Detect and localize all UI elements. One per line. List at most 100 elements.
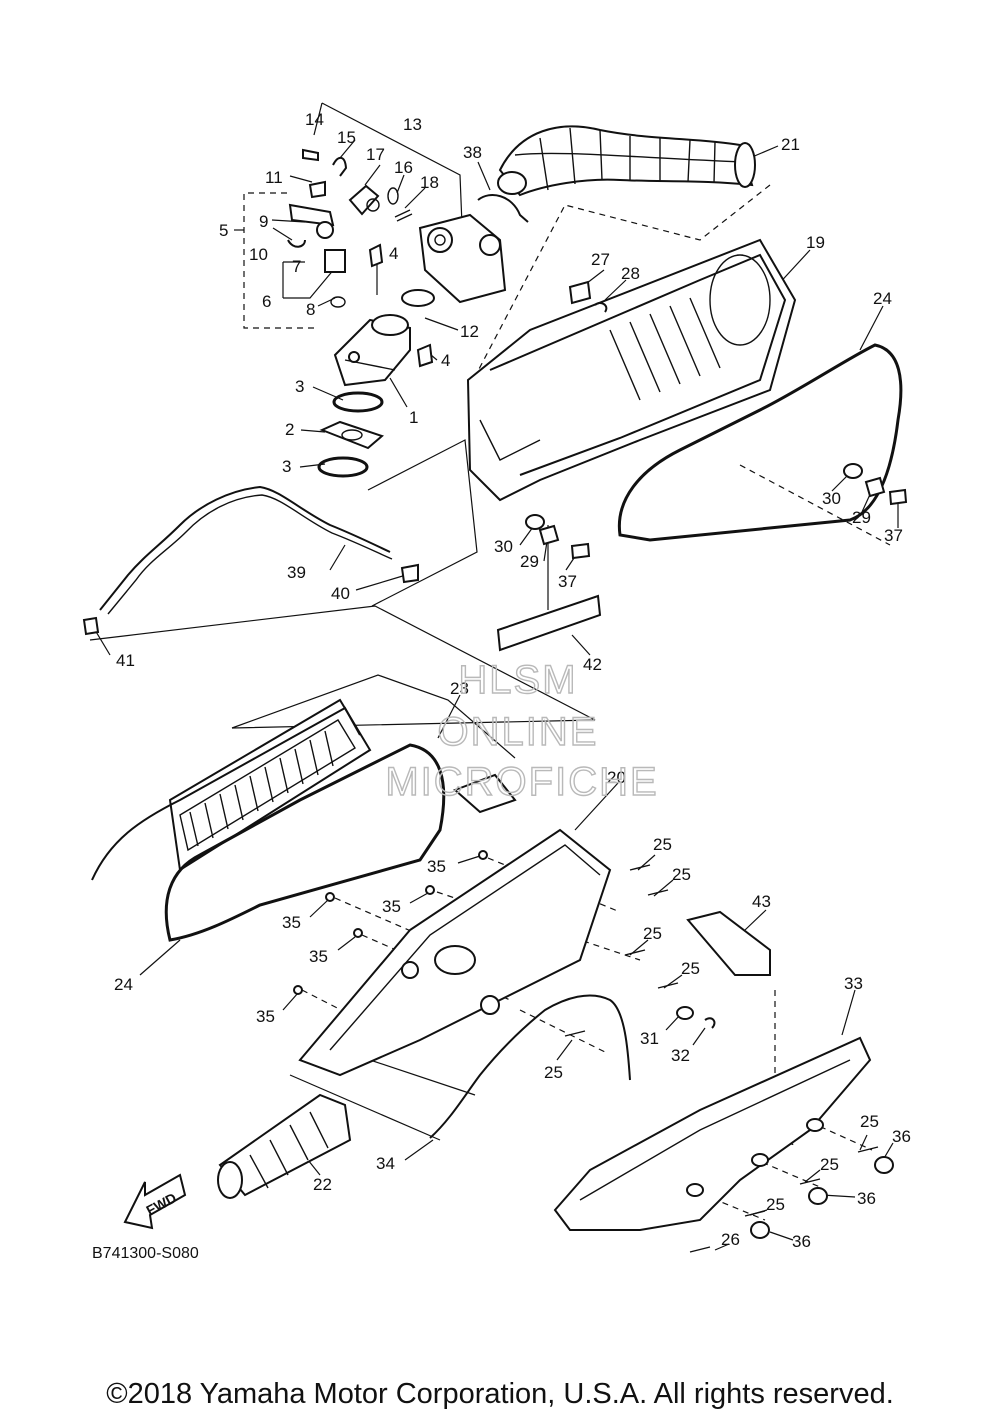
cap-36-b bbox=[808, 1187, 828, 1205]
collar-29-right bbox=[864, 476, 886, 498]
callout-29: 29 bbox=[520, 552, 539, 571]
gasket-24-lower bbox=[164, 743, 446, 942]
callout-25: 25 bbox=[820, 1155, 839, 1174]
sponge-43 bbox=[686, 910, 771, 976]
callout-25: 25 bbox=[653, 835, 672, 854]
callout-32: 32 bbox=[671, 1046, 690, 1065]
callout-8: 8 bbox=[306, 300, 315, 319]
callout-4: 4 bbox=[389, 244, 398, 263]
clip-28 bbox=[594, 302, 608, 313]
grommet-30-right bbox=[843, 463, 863, 479]
watermark-line-2: ONLINE bbox=[438, 710, 599, 754]
watermark-line-3: MICROFICHE bbox=[385, 760, 658, 804]
callout-24: 24 bbox=[873, 289, 892, 308]
pin-27 bbox=[568, 280, 592, 305]
screws bbox=[293, 850, 879, 1253]
callout-6: 6 bbox=[262, 292, 271, 311]
callout-33: 33 bbox=[844, 974, 863, 993]
callout-25: 25 bbox=[860, 1112, 879, 1131]
bolt-37-right bbox=[888, 488, 908, 506]
callout-23: 23 bbox=[450, 679, 469, 698]
callout-26: 26 bbox=[721, 1230, 740, 1249]
throttle-body bbox=[401, 213, 507, 307]
callout-24: 24 bbox=[114, 975, 133, 994]
callout-21: 21 bbox=[781, 135, 800, 154]
cap-36-a bbox=[874, 1156, 894, 1174]
o-ring-3-lower bbox=[317, 456, 369, 478]
callout-7: 7 bbox=[292, 257, 301, 276]
callout-3: 3 bbox=[295, 377, 304, 396]
sponge-42 bbox=[496, 594, 602, 652]
callout-27: 27 bbox=[591, 250, 610, 269]
filter-element-23 bbox=[168, 698, 372, 872]
callout-36: 36 bbox=[792, 1232, 811, 1251]
drain-31 bbox=[676, 1006, 694, 1020]
intake-duct-upper bbox=[497, 125, 756, 197]
clamp-40 bbox=[400, 563, 419, 584]
callout-3: 3 bbox=[282, 457, 291, 476]
air-filter-case-upper bbox=[466, 238, 797, 502]
parts-art bbox=[82, 125, 908, 1253]
sensor-group bbox=[243, 180, 346, 329]
clamp-38 bbox=[477, 194, 529, 223]
callout-labels: 1 2 3 3 4 4 5 6 7 8 9 10 11 12 13 14 15 … bbox=[114, 110, 911, 1251]
callout-28: 28 bbox=[621, 264, 640, 283]
callout-37: 37 bbox=[558, 572, 577, 591]
callout-25: 25 bbox=[681, 959, 700, 978]
callout-16: 16 bbox=[394, 158, 413, 177]
callout-38: 38 bbox=[463, 143, 482, 162]
clip-32 bbox=[704, 1017, 716, 1029]
callout-18: 18 bbox=[420, 173, 439, 192]
callout-25: 25 bbox=[643, 924, 662, 943]
intake-duct-lower bbox=[217, 1093, 352, 1199]
diagram-code: B741300-S080 bbox=[92, 1245, 199, 1262]
callout-40: 40 bbox=[331, 584, 350, 603]
callout-42: 42 bbox=[583, 655, 602, 674]
o-ring-3-upper bbox=[332, 391, 384, 413]
air-filter-case-lower bbox=[298, 773, 612, 1077]
fwd-arrow-icon bbox=[123, 1173, 187, 1230]
callout-43: 43 bbox=[752, 892, 771, 911]
callout-9: 9 bbox=[259, 212, 268, 231]
callout-1: 1 bbox=[409, 408, 418, 427]
callout-35: 35 bbox=[427, 857, 446, 876]
callout-4: 4 bbox=[441, 351, 450, 370]
callout-25: 25 bbox=[672, 865, 691, 884]
callout-13: 13 bbox=[403, 115, 422, 134]
callout-34: 34 bbox=[376, 1154, 395, 1173]
hose-39 bbox=[99, 485, 391, 611]
callout-30: 30 bbox=[822, 489, 841, 508]
wire-34 bbox=[429, 994, 631, 1139]
collar-29-left bbox=[538, 524, 560, 546]
callout-30: 30 bbox=[494, 537, 513, 556]
callout-35: 35 bbox=[256, 1007, 275, 1026]
grommet-30-left bbox=[525, 514, 545, 530]
gasket-24-upper bbox=[617, 343, 903, 542]
hose-39-inner bbox=[107, 494, 393, 615]
callout-15: 15 bbox=[337, 128, 356, 147]
side-cover-33 bbox=[553, 1036, 872, 1231]
callout-19: 19 bbox=[806, 233, 825, 252]
callout-29: 29 bbox=[852, 508, 871, 527]
callout-25: 25 bbox=[544, 1063, 563, 1082]
callout-41: 41 bbox=[116, 651, 135, 670]
callout-12: 12 bbox=[460, 322, 479, 341]
callout-22: 22 bbox=[313, 1175, 332, 1194]
watermark: HLSM ONLINE MICROFICHE bbox=[385, 657, 658, 804]
bolt-37-left bbox=[570, 542, 591, 560]
callout-25: 25 bbox=[766, 1195, 785, 1214]
callout-20: 20 bbox=[607, 768, 626, 787]
callout-14: 14 bbox=[305, 110, 324, 129]
cap-41 bbox=[82, 616, 100, 636]
callout-35: 35 bbox=[382, 897, 401, 916]
callout-10: 10 bbox=[249, 245, 268, 264]
callout-35: 35 bbox=[309, 947, 328, 966]
watermark-line-1: HLSM bbox=[458, 658, 577, 702]
callout-5: 5 bbox=[219, 221, 228, 240]
callout-37: 37 bbox=[884, 526, 903, 545]
callout-39: 39 bbox=[287, 563, 306, 582]
callout-11: 11 bbox=[265, 168, 283, 187]
filter-frame bbox=[91, 706, 361, 881]
callout-36: 36 bbox=[857, 1189, 876, 1208]
